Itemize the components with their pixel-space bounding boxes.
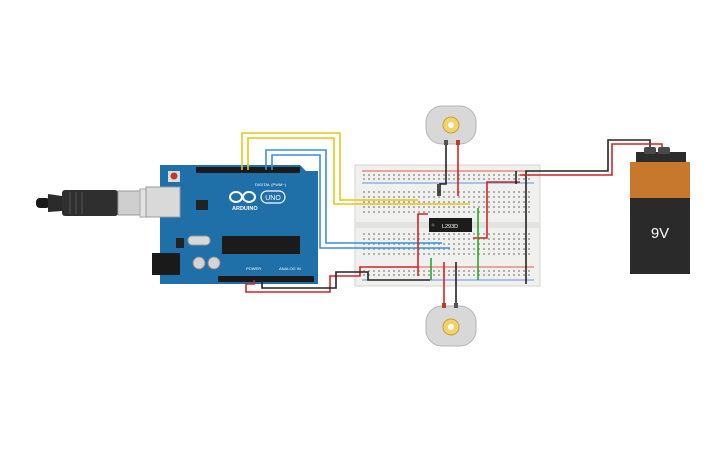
arduino-logo-icon (229, 191, 256, 203)
reset-button[interactable] (170, 172, 178, 180)
wire-blue-1[interactable] (265, 149, 442, 244)
wire-yellow-2[interactable] (247, 137, 470, 205)
battery-icon[interactable]: 9V (630, 147, 690, 274)
microcontroller-chip (222, 236, 300, 254)
dc-motor-icon[interactable] (425, 303, 477, 347)
wire-black-battery[interactable] (525, 139, 651, 284)
wire-red-jumper-right[interactable] (473, 181, 520, 239)
dc-motor-icon[interactable] (425, 105, 477, 145)
power-label: POWER (246, 266, 261, 271)
driver-chip-label: L293D (442, 224, 458, 230)
wire-red-arduino-power[interactable] (245, 266, 418, 293)
analog-in-label: ANALOG IN (279, 266, 301, 271)
l293d-driver-chip[interactable]: L293D (429, 218, 472, 232)
wire-red-jumper-left[interactable] (417, 213, 428, 276)
battery-label: 9V (651, 225, 669, 242)
wire-black-arduino-ground[interactable] (261, 271, 430, 289)
wire-yellow-1[interactable] (241, 132, 418, 201)
digital-header-label: DIGITAL (PWM~) (255, 182, 287, 187)
arduino-brand-label: ARDUINO (232, 206, 258, 212)
wire-red-battery[interactable] (520, 143, 663, 176)
wire-blue-2[interactable] (271, 154, 450, 249)
breadboard-holes (363, 174, 530, 276)
wire-black-motor-top[interactable] (439, 140, 447, 196)
analog-power-header[interactable] (218, 276, 314, 282)
arduino-uno-board[interactable]: ARDUINO UNO DIGITAL (PWM~) POWER ANALOG … (145, 165, 318, 284)
arduino-model-label: UNO (265, 195, 281, 202)
